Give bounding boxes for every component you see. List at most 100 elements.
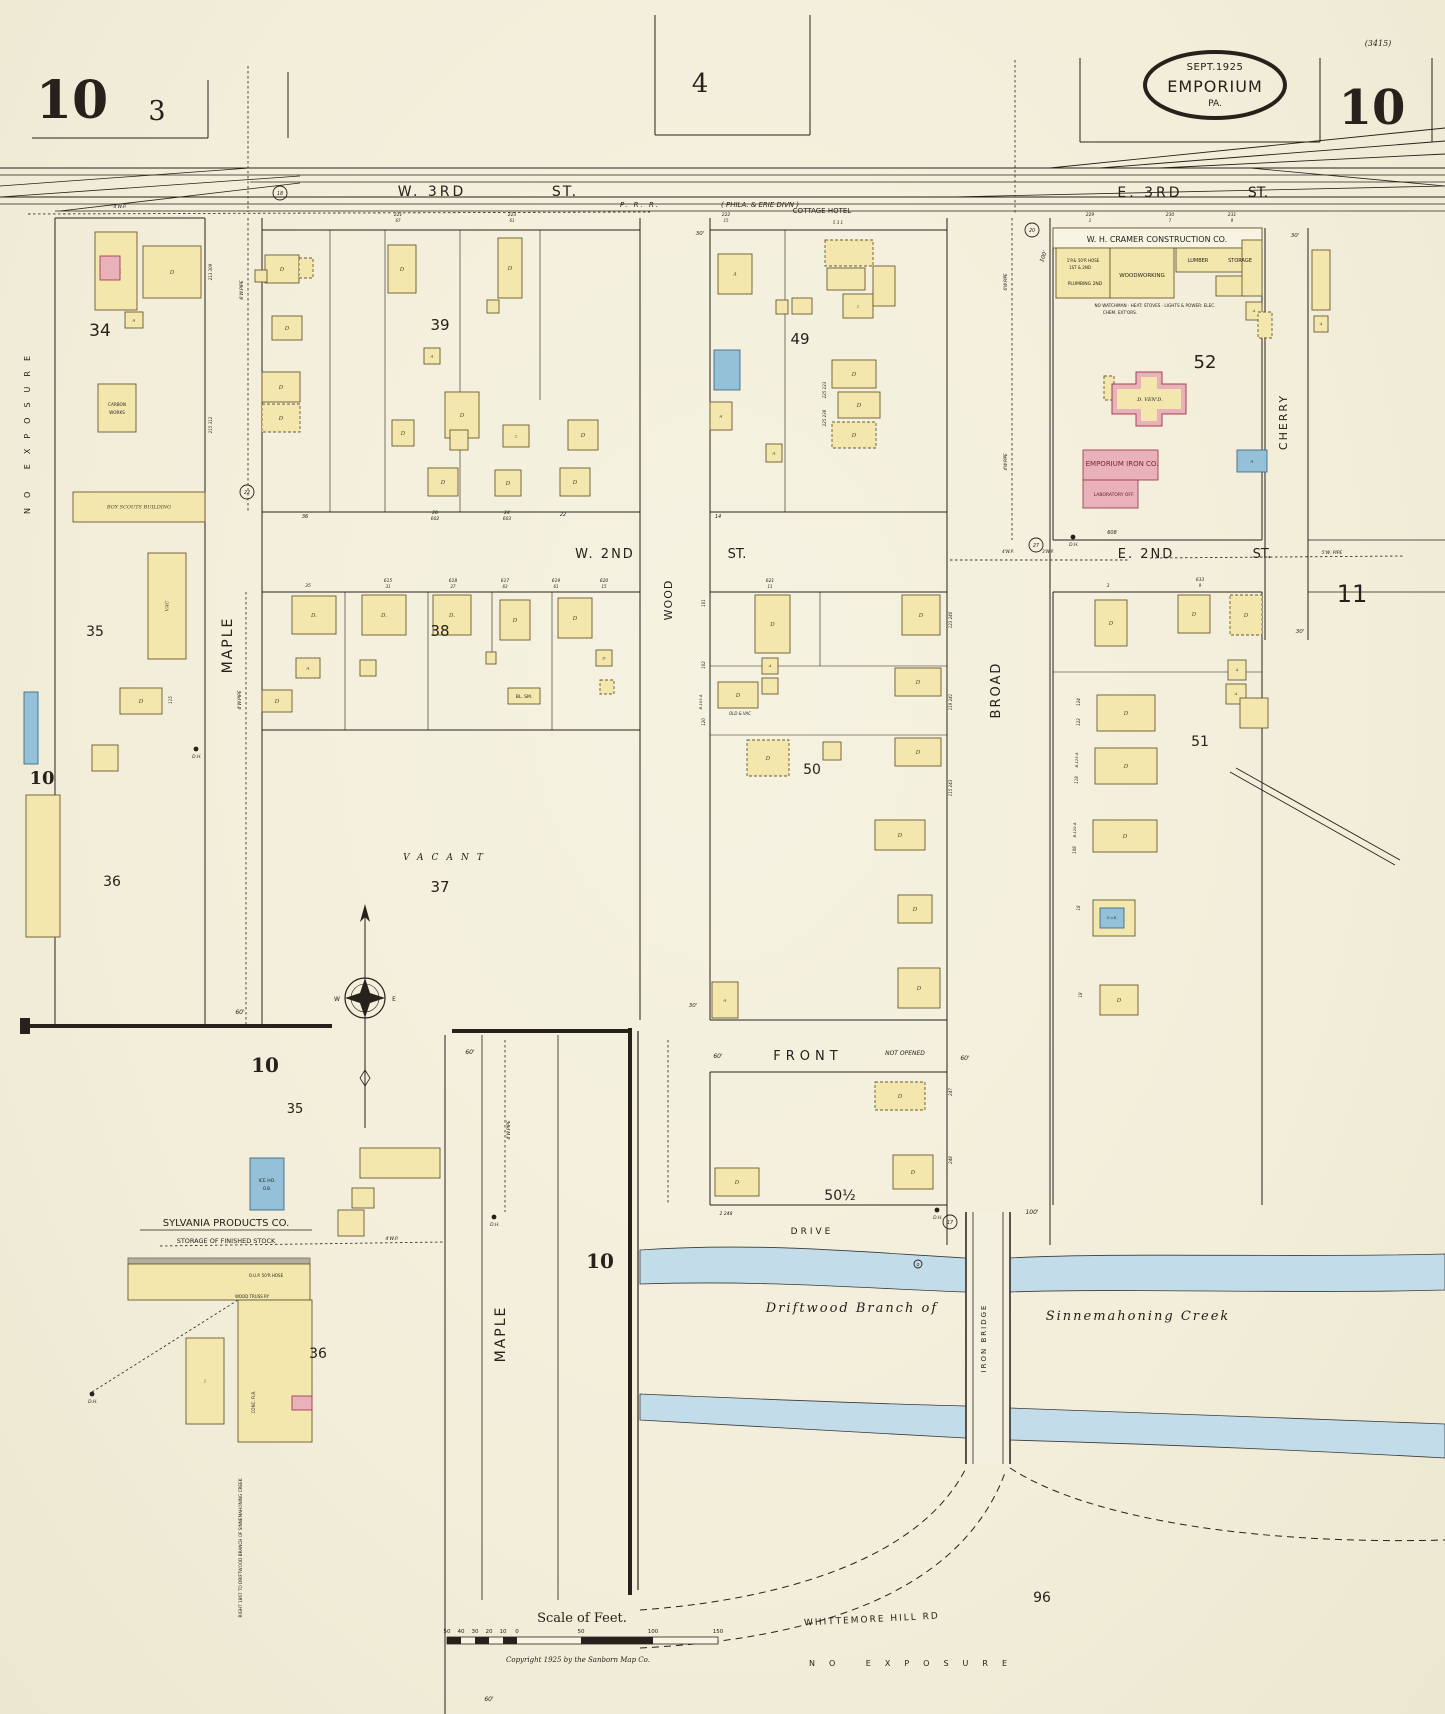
- hydrant-number: 20: [1029, 228, 1035, 234]
- map-label: 3'W.P.: [1042, 549, 1054, 554]
- building: [23, 691, 39, 765]
- street-label-e-3rd: E. 3RD: [1117, 185, 1182, 201]
- building-label: A: [768, 664, 772, 668]
- building-label: D.: [310, 613, 317, 619]
- building: [1055, 247, 1111, 299]
- map-label: O.U.P. 50'R HOSE: [249, 1273, 284, 1278]
- block-number-38: 38: [430, 622, 449, 640]
- map-label: 2 248: [720, 1211, 733, 1217]
- hydrant-number: 18: [277, 191, 283, 197]
- building: [271, 315, 303, 341]
- sheet-number-left: 10: [36, 70, 108, 131]
- building-label: 1: [204, 1378, 207, 1383]
- street-label-maple-lower: MAPLE: [493, 1306, 509, 1363]
- map-path: [1117, 377, 1181, 421]
- map-label: 100': [1025, 1209, 1038, 1216]
- dh-marker: [193, 746, 199, 752]
- building: [261, 371, 301, 403]
- building-label: D: [400, 431, 406, 437]
- block-number-36: 36: [103, 874, 121, 890]
- building: [557, 597, 593, 639]
- map-label: LUMBER: [1188, 258, 1209, 264]
- map-label: 619: [552, 578, 561, 584]
- building-label: D: [1122, 834, 1128, 840]
- map-label: 15: [601, 584, 607, 589]
- map-label: 122: [1076, 718, 1081, 726]
- building-label: D: [735, 693, 741, 699]
- building-label: VAC: [165, 600, 171, 611]
- map-label: B.126 A: [1072, 822, 1077, 837]
- map-label: 11: [767, 584, 772, 589]
- map-line: [0, 167, 251, 187]
- building: [291, 1395, 313, 1411]
- block-number-50: 50: [803, 762, 821, 778]
- building: [485, 651, 497, 665]
- map-label: 215 312: [208, 416, 213, 433]
- no-exposure-bottom: NO EXPOSURE: [809, 1659, 1021, 1668]
- building: [261, 689, 293, 713]
- map-label: RIGHT 1867 TO DRIFTWOOD BRANCH OF SINNEM…: [238, 1478, 243, 1617]
- building: [717, 681, 759, 709]
- building: [1092, 819, 1158, 853]
- map-label: W: [334, 996, 340, 1003]
- map-label: CHEM. EXT'ORS.: [1103, 310, 1137, 315]
- map-label: 124: [1076, 698, 1081, 706]
- building: [897, 894, 933, 924]
- building-label: D: [912, 907, 918, 913]
- building-label: D: [278, 416, 284, 422]
- building: [872, 265, 896, 307]
- building: [127, 1257, 311, 1265]
- building-label: D: [512, 618, 518, 624]
- building: [499, 599, 531, 641]
- building-label: D: [1108, 621, 1114, 627]
- building-label: A: [1252, 309, 1256, 313]
- building-label: D: [1116, 998, 1122, 1004]
- map-label: ST.: [728, 547, 747, 562]
- map-label: O.B.: [263, 1186, 271, 1191]
- block-number-50half: 50½: [824, 1188, 855, 1204]
- map-label: PLUMBING 2ND: [1068, 281, 1103, 287]
- building-label: D: [284, 326, 290, 332]
- map-label: B.103 A: [698, 694, 703, 709]
- building-label: BOY SCOUTS BUILDING: [106, 505, 171, 511]
- building: [717, 253, 753, 295]
- map-label: ST.: [552, 184, 578, 200]
- map-label: 30': [1291, 233, 1300, 239]
- building-label: D: [915, 680, 921, 686]
- map-label: 18: [1076, 905, 1081, 911]
- map-label: 14: [715, 514, 721, 520]
- map-path: [1009, 1467, 1445, 1542]
- dh-label: D.H.: [490, 1222, 500, 1228]
- building-label: D: [572, 616, 578, 622]
- map-label: 618: [449, 578, 458, 584]
- building-label: A: [719, 413, 723, 418]
- building-label: D: [572, 480, 578, 486]
- map-label: 118: [1074, 776, 1079, 784]
- building: [387, 244, 417, 294]
- block-number-52: 52: [1194, 352, 1217, 373]
- building-label: D: [910, 1170, 916, 1176]
- building: [824, 239, 874, 267]
- building-label: A: [132, 317, 136, 322]
- map-label: WOODWORKING: [1119, 273, 1165, 279]
- building: [791, 297, 813, 315]
- map-label: ST.: [1253, 547, 1272, 562]
- building: [826, 267, 866, 291]
- building-label: A: [306, 665, 310, 670]
- map-label: 9: [1199, 583, 1202, 588]
- map-line: [1049, 127, 1445, 169]
- copyright: Copyright 1925 by the Sanborn Map Co.: [506, 1656, 650, 1664]
- building: [775, 299, 789, 315]
- map-label: 36: [302, 514, 308, 520]
- building: [559, 467, 591, 497]
- map-label: 101: [701, 599, 706, 607]
- building-label: D: [916, 986, 922, 992]
- adjacent-sheet-4: 4: [692, 69, 709, 99]
- building: [142, 245, 202, 299]
- building-label: D: [897, 1094, 903, 1100]
- hydrant-circle: [942, 1214, 958, 1230]
- dh-label: D.H.: [1069, 542, 1079, 548]
- building: [359, 1147, 441, 1179]
- building: [897, 967, 941, 1009]
- map-label: 10: [29, 768, 54, 789]
